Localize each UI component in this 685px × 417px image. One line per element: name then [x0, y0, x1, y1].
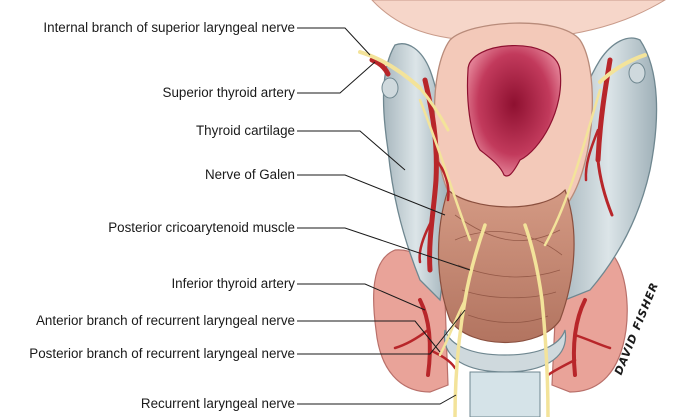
leader-recurrent-laryngeal-nerve: [297, 394, 457, 405]
label-inferior-thyroid-artery: Inferior thyroid artery: [171, 276, 295, 291]
label-superior-thyroid-artery: Superior thyroid artery: [162, 85, 295, 100]
leader-lines: [297, 27, 471, 405]
nerve-of-galen: [418, 88, 602, 247]
recurrent-laryngeal-nerve: [438, 223, 550, 417]
muscle-striations: [454, 214, 563, 324]
leader-anterior-branch: [297, 320, 441, 353]
label-posterior-cricoarytenoid-muscle: Posterior cricoarytenoid muscle: [108, 220, 295, 235]
superior-thyroid-artery-left: [369, 57, 450, 273]
trachea: [469, 371, 541, 417]
label-anterior-branch-rln: Anterior branch of recurrent laryngeal n…: [35, 313, 295, 328]
label-nerve-of-galen: Nerve of Galen: [204, 167, 295, 182]
leader-nerve-of-galen: [297, 174, 446, 216]
superior-horn-right: [628, 62, 646, 84]
leader-superior-thyroid-artery: [297, 61, 376, 94]
label-posterior-branch-rln: Posterior branch of recurrent laryngeal …: [29, 346, 295, 361]
laryngeal-lumen: [466, 45, 562, 177]
superior-thyroid-artery-right: [584, 57, 614, 217]
leader-posterior-branch: [297, 309, 466, 355]
leader-thyroid-cartilage: [297, 130, 406, 171]
label-thyroid-cartilage: Thyroid cartilage: [196, 123, 295, 138]
superior-horn-left: [381, 77, 399, 99]
leader-posterior-cricoarytenoid: [297, 227, 471, 271]
label-internal-branch-sln: Internal branch of superior laryngeal ne…: [43, 20, 295, 35]
leader-internal-branch: [297, 27, 371, 56]
inferior-thyroid-artery: [393, 298, 612, 377]
posterior-cricoarytenoid-muscle: [437, 188, 575, 344]
leader-inferior-thyroid-artery: [297, 283, 426, 311]
label-recurrent-laryngeal-nerve: Recurrent laryngeal nerve: [140, 396, 295, 411]
cricoid-cartilage: [443, 329, 567, 373]
superior-laryngeal-nerve: [358, 50, 647, 132]
